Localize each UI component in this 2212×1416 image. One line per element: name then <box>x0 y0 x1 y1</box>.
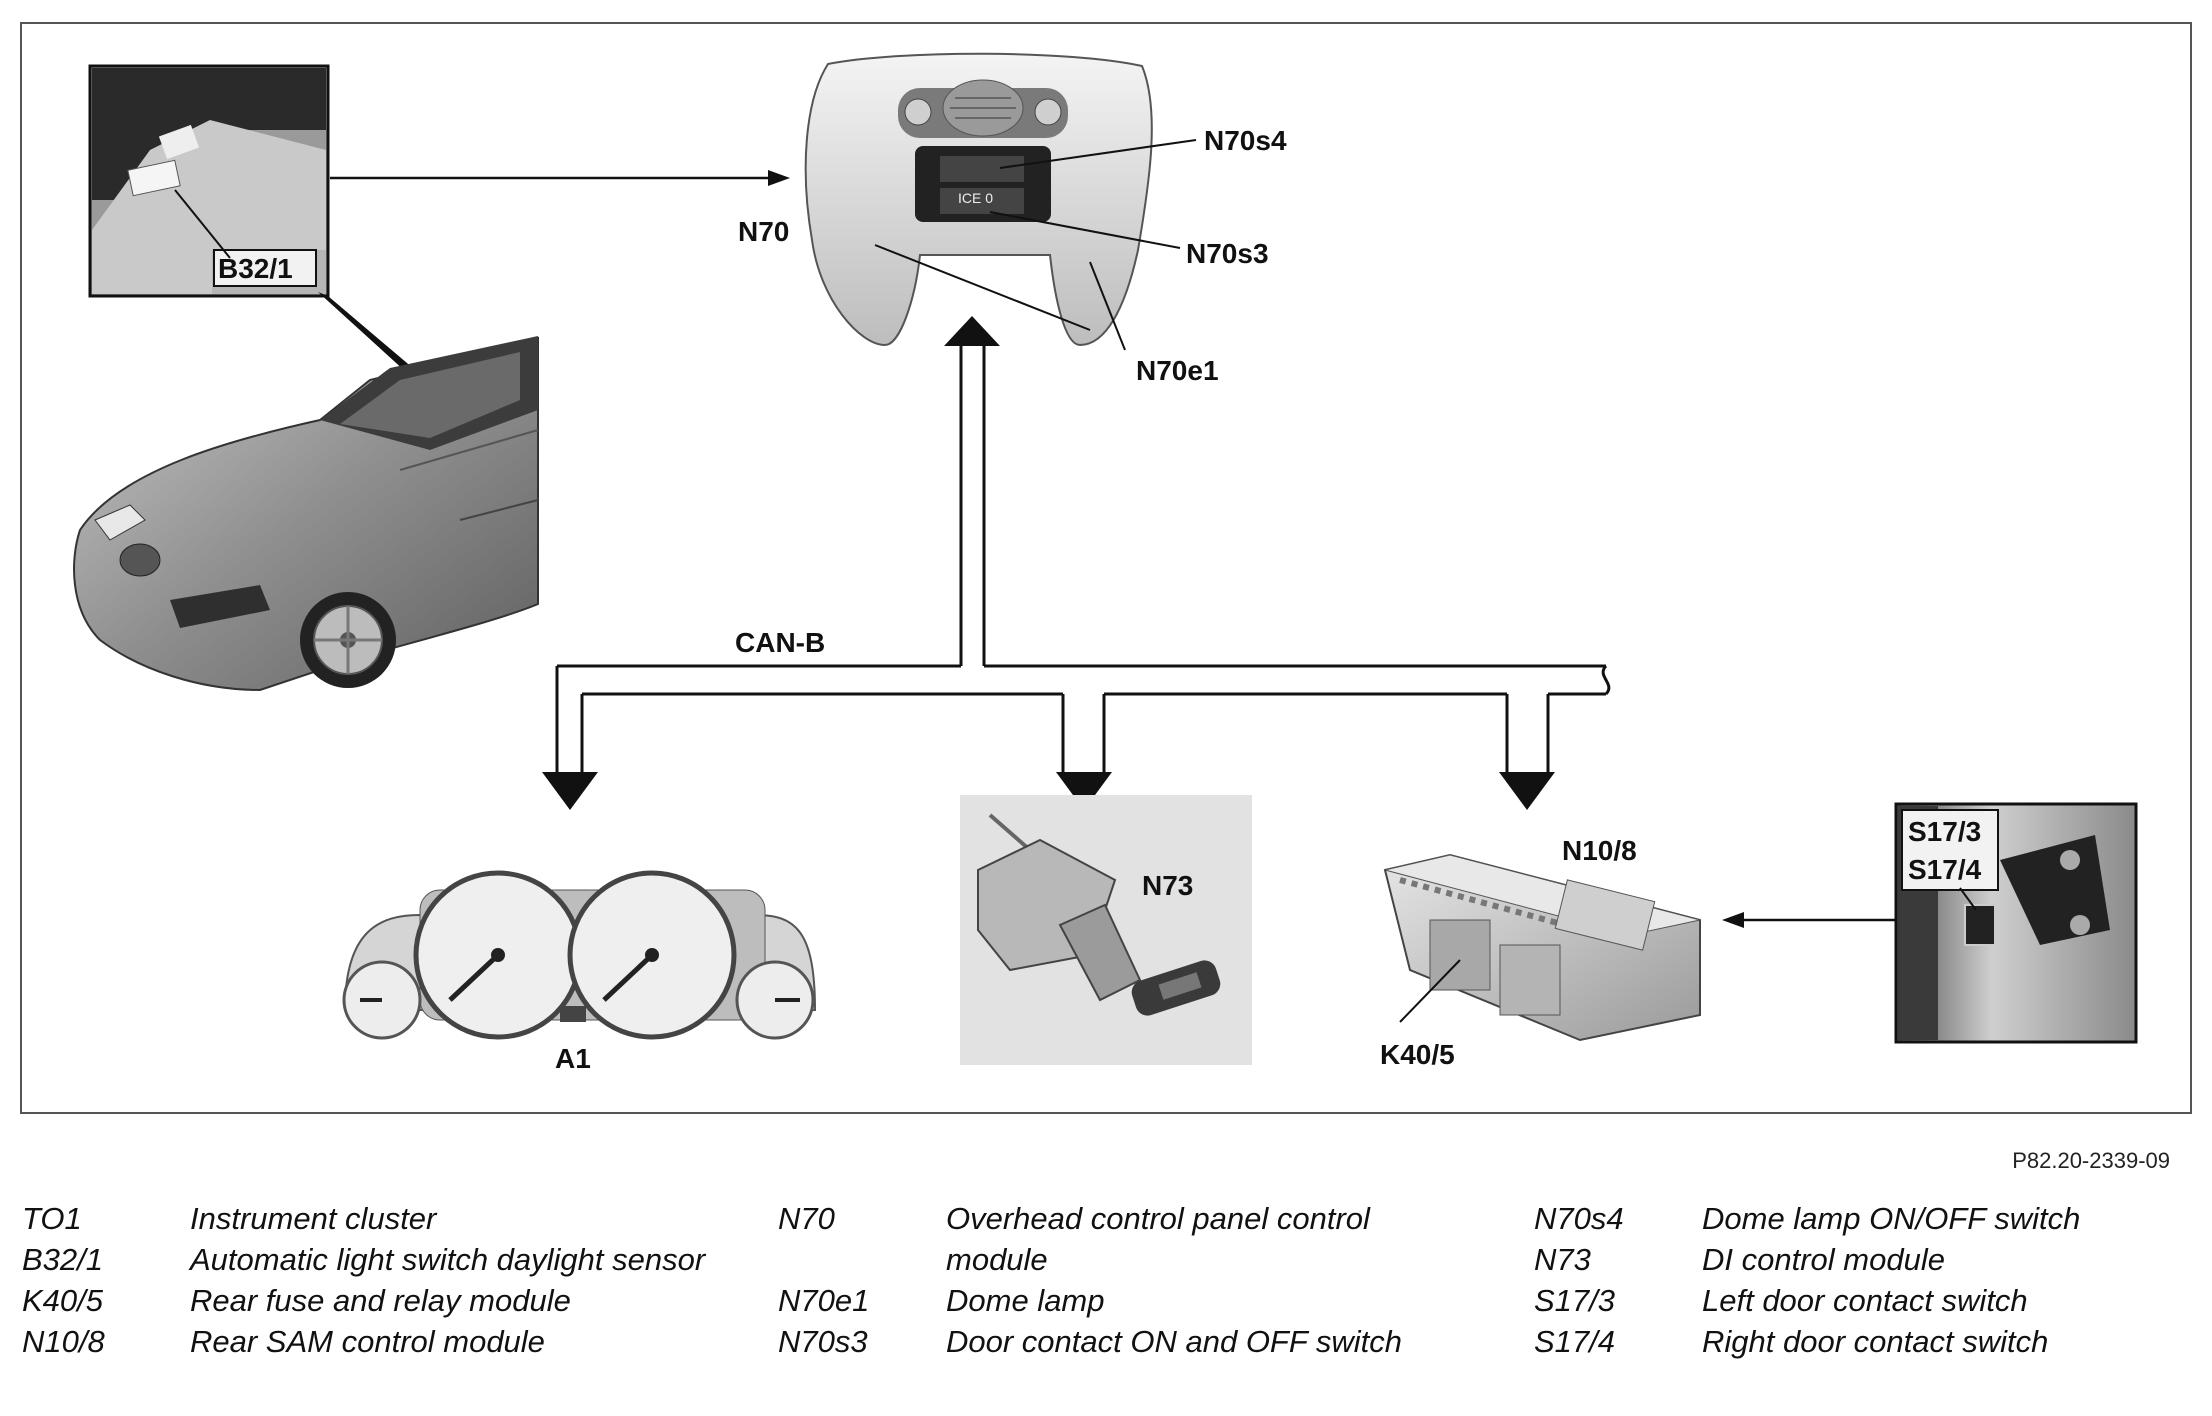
figure-reference-number: P82.20-2339-09 <box>2012 1148 2170 1173</box>
instrument-cluster-a1 <box>342 870 817 1040</box>
legend: TO1 Instrument cluster B32/1 Automatic l… <box>22 1198 2202 1408</box>
label-n70s3: N70s3 <box>1186 238 1269 269</box>
can-arrowhead-n10-8 <box>1499 772 1555 810</box>
label-n70e1: N70e1 <box>1136 355 1219 386</box>
can-up-arrowhead <box>944 316 1000 346</box>
can-b-bus <box>555 340 1611 775</box>
legend-column-3: N70s4 Dome lamp ON/OFF switch N73 DI con… <box>1534 1198 2202 1362</box>
legend-code: B32/1 <box>22 1242 104 1277</box>
legend-code: N70s3 <box>778 1324 868 1359</box>
overhead-control-panel-n70: ICE 0 <box>804 52 1153 347</box>
b32-1-arrowhead <box>768 170 790 186</box>
s17-leader <box>1959 887 1977 911</box>
di-control-module-n73 <box>960 795 1252 1065</box>
legend-description: Door contact ON and OFF switch <box>946 1324 1402 1359</box>
label-s17-4: S17/4 <box>1908 854 1982 885</box>
n70s3-leader <box>989 211 1181 249</box>
legend-description: Dome lamp ON/OFF switch <box>1702 1201 2081 1236</box>
legend-item: N70s3 Door contact ON and OFF switch <box>778 1321 1478 1362</box>
label-s17-3: S17/3 <box>1908 816 1981 847</box>
legend-item: N73 DI control module <box>1534 1239 2202 1280</box>
legend-code: TO1 <box>22 1201 82 1236</box>
legend-description: Left door contact switch <box>1702 1283 2028 1318</box>
b32-1-leader <box>174 189 231 259</box>
switch-panel-text: ICE 0 <box>958 190 993 206</box>
legend-code: N70s4 <box>1534 1201 1624 1236</box>
legend-item: B32/1 Automatic light switch daylight se… <box>22 1239 722 1280</box>
legend-item: S17/4 Right door contact switch <box>1534 1321 2202 1362</box>
n70s4-leader <box>999 139 1197 169</box>
system-diagram: B32/1 ICE 0 N70 N70s4 N70s3 <box>73 52 2138 1074</box>
label-a1: A1 <box>555 1043 591 1074</box>
can-arrowhead-n73 <box>1056 772 1112 810</box>
legend-item: N70 Overhead control panel control modul… <box>778 1198 1478 1280</box>
can-arrowhead-a1 <box>542 772 598 810</box>
label-b32-1: B32/1 <box>218 253 293 284</box>
legend-item: N70e1 Dome lamp <box>778 1280 1478 1321</box>
legend-column-2: N70 Overhead control panel control modul… <box>778 1198 1478 1362</box>
label-k40-5: K40/5 <box>1380 1039 1455 1070</box>
legend-item: S17/3 Left door contact switch <box>1534 1280 2202 1321</box>
legend-code: S17/3 <box>1534 1283 1616 1318</box>
legend-code: N70 <box>778 1201 835 1236</box>
legend-description: Right door contact switch <box>1702 1324 2049 1359</box>
legend-code: S17/4 <box>1534 1324 1616 1359</box>
legend-code: N73 <box>1534 1242 1591 1277</box>
label-n70s4: N70s4 <box>1204 125 1287 156</box>
rear-sam-module-n10-8 <box>1383 853 1701 1042</box>
legend-code: K40/5 <box>22 1283 104 1318</box>
label-n10-8: N10/8 <box>1562 835 1637 866</box>
n70e1-leader-a <box>1089 261 1126 351</box>
legend-description: Instrument cluster <box>190 1201 437 1236</box>
legend-description: Rear SAM control module <box>190 1324 545 1359</box>
legend-description: Overhead control panel control module <box>946 1201 1370 1277</box>
s17-arrowhead <box>1722 912 1744 928</box>
k40-5-leader <box>1399 959 1461 1023</box>
label-n73: N73 <box>1142 870 1193 901</box>
b32-1-label-box <box>213 249 317 287</box>
label-can-b: CAN-B <box>735 627 825 658</box>
s17-label-box <box>1901 809 1999 891</box>
legend-code: N10/8 <box>22 1324 105 1359</box>
legend-item: N70s4 Dome lamp ON/OFF switch <box>1534 1198 2202 1239</box>
diagram-frame <box>20 22 2192 1114</box>
label-n70: N70 <box>738 216 789 247</box>
legend-item: N10/8 Rear SAM control module <box>22 1321 722 1362</box>
legend-description: Dome lamp <box>946 1283 1105 1318</box>
legend-description: Rear fuse and relay module <box>190 1283 571 1318</box>
legend-column-1: TO1 Instrument cluster B32/1 Automatic l… <box>22 1198 722 1362</box>
legend-description: Automatic light switch daylight sensor <box>190 1242 706 1277</box>
legend-code: N70e1 <box>778 1283 870 1318</box>
car-illustration <box>73 336 539 692</box>
legend-item: K40/5 Rear fuse and relay module <box>22 1280 722 1321</box>
legend-description: DI control module <box>1702 1242 1945 1277</box>
legend-item: TO1 Instrument cluster <box>22 1198 722 1239</box>
n70-leader <box>874 244 1091 331</box>
